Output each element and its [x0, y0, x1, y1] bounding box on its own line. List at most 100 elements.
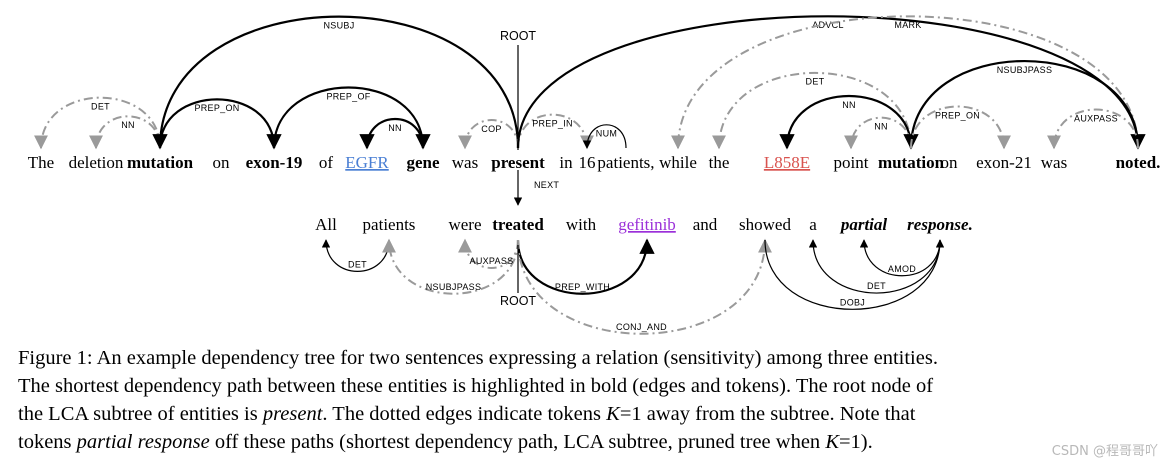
sentence1-token: L858E [764, 153, 810, 172]
arcs1-arc-label: ADVCL [812, 20, 844, 30]
sentence2-tokens: All patients were treated with gefitinib and sh… [315, 215, 973, 234]
sentence1-token: noted. [1116, 153, 1161, 172]
arcs2-arc [516, 238, 655, 295]
sentence2-token: treated [492, 215, 544, 234]
arcs1-arc [910, 105, 1011, 150]
arcs1-arc-label: DET [91, 102, 110, 112]
arcs1-arc-label: NSUBJ [323, 20, 354, 30]
caption-segment: =1). [839, 431, 873, 453]
sentence1-token: gene [406, 153, 440, 172]
sentence1-token: present [491, 153, 545, 172]
arcs1-arc [903, 59, 1140, 150]
arcs1-arc [517, 113, 594, 150]
arcs2-arc-label: NSUBJPASS [426, 282, 482, 292]
caption-line-1: Figure 1: An example dependency tree for… [18, 344, 1158, 372]
sentence1-token: exon-19 [246, 153, 303, 172]
sentence2-token: and [693, 215, 718, 234]
arcs1-arc [272, 86, 431, 150]
sentence1-token: 16 [579, 153, 596, 172]
caption-segment: partial response [76, 431, 210, 453]
sentence2-token: response. [907, 215, 973, 234]
arcs2-arc-label: AMOD [888, 264, 916, 274]
caption-segment: Figure 1: An example dependency tree for… [18, 347, 938, 369]
sentence1-token: was [1041, 153, 1067, 172]
caption-segment: tokens [18, 431, 77, 453]
sentence2-token: were [448, 215, 481, 234]
arcs1-arc-label: NN [388, 123, 402, 133]
arcs1-arc-label: NUM [596, 129, 617, 139]
sentence1-token: mutation [127, 153, 194, 172]
arcs1-arc-label: COP [481, 124, 501, 134]
sentence1-token: deletion [69, 153, 124, 172]
arcs1-arc-label: MARK [894, 20, 921, 30]
next-label: NEXT [534, 180, 559, 190]
arcs2-arc-label: AUXPASS [470, 256, 514, 266]
arcs1-arc [779, 95, 913, 150]
sentence1-token: was [452, 153, 478, 172]
caption-line-3: the LCA subtree of entities is present. … [18, 400, 1158, 428]
arcs2-arc [458, 238, 519, 269]
caption-segment: K [825, 431, 839, 453]
sentence1-arcs: DET NN NSUBJ PREP_ON PREP_OF NN COP PREP_IN NUM A… [34, 15, 1146, 150]
sentence1-token: of [319, 153, 334, 172]
arcs2-arc [764, 239, 945, 310]
arcs1-arc [152, 15, 520, 150]
sentence1-token: the [709, 153, 730, 172]
watermark: CSDN @程哥哥吖 [1051, 444, 1158, 459]
arcs2-arc-label: DOBJ [840, 298, 865, 308]
caption-segment: off these paths (shortest dependency pat… [209, 431, 826, 453]
caption-line-4: tokens partial response off these paths … [18, 428, 1158, 456]
caption-segment: . The dotted edges indicate tokens [322, 403, 607, 425]
arcs1-arc [712, 71, 912, 150]
arcs1-arc-label: AUXPASS [1074, 113, 1118, 123]
arcs1-arc-label: PREP_ON [194, 103, 239, 113]
arcs1-arc-label: NSUBJPASS [997, 65, 1053, 75]
arcs2-arc-label: PREP_WITH [555, 282, 610, 292]
arcs1-arc [458, 119, 519, 150]
arcs1-arc-label: NN [874, 122, 888, 132]
arcs2-arc [859, 239, 941, 277]
arcs1-arc [1047, 108, 1139, 150]
caption-segment: The shortest dependency path between the… [18, 375, 934, 397]
arcs2-arc [808, 239, 941, 294]
sentence1-token: The [28, 153, 54, 172]
arcs2-arc [517, 238, 772, 335]
arcs1-arc-label: PREP_ON [935, 110, 980, 120]
caption-line-2: The shortest dependency path between the… [18, 372, 1158, 400]
arcs1-arc [582, 124, 627, 149]
arcs1-arc [844, 116, 912, 150]
sentence2-token: gefitinib [618, 215, 676, 234]
sentence1-token: point [834, 153, 869, 172]
sentence2-token: with [566, 215, 597, 234]
caption-segment: the LCA subtree of entities is [18, 403, 263, 425]
sentence2-token: partial [839, 215, 888, 234]
arcs1-arc [671, 15, 1139, 150]
arcs1-arc-label: NN [842, 100, 856, 110]
sentence2-token: a [809, 215, 817, 234]
arcs2-arc [382, 238, 519, 295]
arcs1-arc-label: DET [806, 77, 825, 87]
arcs1-arc-label: NN [121, 120, 135, 130]
sentence2-token: patients [363, 215, 416, 234]
caption-segment: K [606, 403, 620, 425]
sentence1-token: EGFR [345, 153, 389, 172]
arcs1-arc-label: PREP_OF [326, 91, 370, 101]
figure-caption: Figure 1: An example dependency tree for… [18, 344, 1158, 456]
root-label-bottom: ROOT [500, 294, 536, 308]
arcs1-arc [158, 98, 282, 150]
arcs2-arc-label: DET [867, 281, 886, 291]
sentence1-token: on [213, 153, 231, 172]
sentence2-arcs: DET NSUBJPASS AUXPASS PREP_WITH CONJ_AND AMOD… [321, 238, 945, 335]
dependency-tree-diagram: DET NN NSUBJ PREP_ON PREP_OF NN COP PREP_IN NUM A… [28, 15, 1161, 335]
arcs2-arc-label: CONJ_AND [616, 322, 667, 332]
sentence2-token: showed [739, 215, 791, 234]
root-label-top: ROOT [500, 29, 536, 43]
sentence1-token: in [559, 153, 573, 172]
sentence1-token: patients, [597, 153, 654, 172]
caption-segment: =1 away from the subtree. Note that [619, 403, 916, 425]
sentence1-token: exon-21 [976, 153, 1032, 172]
arcs1-arc-label: PREP_IN [532, 119, 573, 129]
sentence2-token: All [315, 215, 337, 234]
sentence1-token: on [941, 153, 959, 172]
